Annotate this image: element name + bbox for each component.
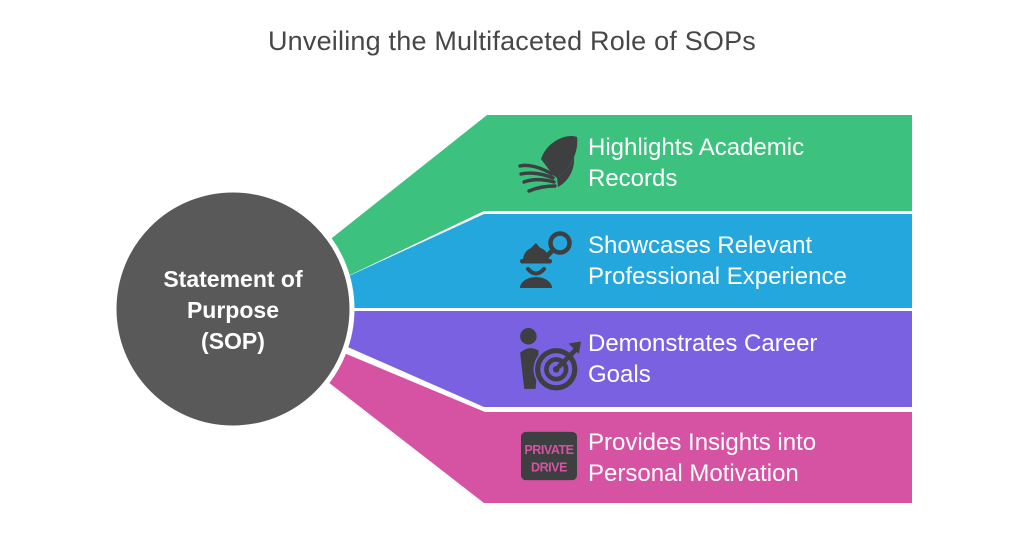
person-target-icon	[516, 327, 582, 393]
band-personal-motivation	[310, 343, 912, 503]
band-academic-records	[308, 115, 912, 288]
sign-line-drive: DRIVE	[531, 460, 567, 474]
label-career-goals: Demonstrates Career Goals	[588, 330, 818, 388]
private-drive-sign-icon: PRIVATE DRIVE	[518, 429, 580, 485]
sign-line-private: PRIVATE	[524, 443, 573, 457]
label-professional-experience: Showcases Relevant Professional Experien…	[588, 232, 847, 290]
center-circle-label: Statement of Purpose (SOP)	[163, 265, 303, 354]
book-pages-icon	[517, 131, 581, 195]
band-career-goals	[325, 311, 912, 407]
band-professional-experience	[327, 214, 912, 308]
center-circle	[111, 187, 355, 431]
page-title: Unveiling the Multifaceted Role of SOPs	[267, 26, 757, 56]
worker-search-icon	[514, 229, 578, 293]
label-academic-records: Highlights Academic Records	[588, 134, 805, 192]
label-personal-motivation: Provides Insights into Personal Motivati…	[588, 428, 817, 487]
